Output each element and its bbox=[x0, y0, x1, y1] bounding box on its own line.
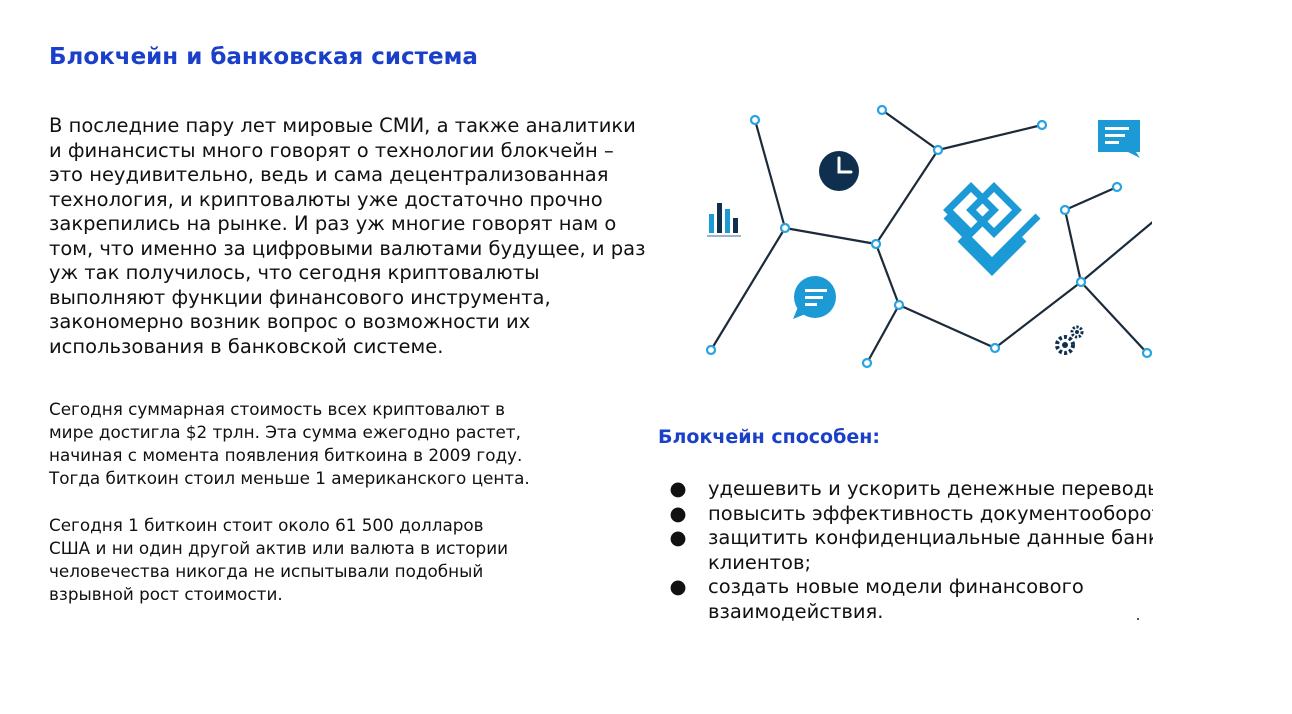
intro-line: это неудивительно, ведь и сама децентрал… bbox=[49, 163, 609, 186]
intro-paragraph: В последние пару лет мировые СМИ, а такж… bbox=[49, 114, 679, 359]
blockchain-logo-icon bbox=[943, 182, 1041, 276]
capabilities-heading: Блокчейн способен: bbox=[658, 426, 880, 448]
list-item-text: защитить конфиденциальные данные банков … bbox=[708, 526, 1153, 549]
stats-line: взрывной рост стоимости. bbox=[49, 584, 283, 604]
bullet-glyph: ● bbox=[669, 575, 687, 598]
bullet-glyph: ● bbox=[669, 501, 687, 525]
bullet-glyph: ● bbox=[669, 477, 687, 500]
intro-line: использования в банковской системе. bbox=[49, 334, 444, 358]
list-item: ● удешевить и ускорить денежные переводы… bbox=[668, 477, 1153, 502]
network-svg bbox=[705, 104, 1152, 369]
stats-line: Тогда биткоин стоил меньше 1 американско… bbox=[49, 468, 530, 488]
page-title: Блокчейн и банковская система bbox=[49, 44, 478, 70]
bar-chart-icon bbox=[707, 203, 741, 237]
intro-line: В последние пару лет мировые СМИ, а такж… bbox=[49, 114, 636, 137]
intro-line: выполняют функции финансового инструмент… bbox=[49, 285, 551, 309]
list-item-text: удешевить и ускорить денежные переводы; bbox=[708, 477, 1153, 500]
intro-line: закономерно возник вопрос о возможности … bbox=[49, 310, 531, 333]
stats-line: начиная с момента появления биткоина в 2… bbox=[49, 445, 523, 465]
capabilities-list: ● удешевить и ускорить денежные переводы… bbox=[668, 477, 1153, 627]
list-item: ● защитить конфиденциальные данные банко… bbox=[668, 526, 1153, 575]
decorative-dot bbox=[1137, 618, 1139, 620]
message-card-icon bbox=[1098, 120, 1140, 158]
blockchain-network-illustration bbox=[700, 100, 1152, 370]
list-item-text: взаимодействия. bbox=[708, 599, 884, 623]
stats-line: мире достигла $2 трлн. Эта сумма ежегодн… bbox=[49, 422, 521, 442]
stats-line: Сегодня 1 биткоин стоит около 61 500 дол… bbox=[49, 515, 484, 535]
list-item: ● повысить эффективность документооборот… bbox=[668, 502, 1153, 527]
intro-line: уж так получилось, что сегодня криптовал… bbox=[49, 261, 540, 284]
stats-line: человечества никогда не испытывали подоб… bbox=[49, 561, 484, 581]
network-lines bbox=[710, 109, 1152, 364]
bitcoin-price-paragraph: Сегодня 1 биткоин стоит около 61 500 дол… bbox=[49, 514, 609, 606]
list-item-text: клиентов; bbox=[708, 550, 812, 574]
network-nodes bbox=[705, 104, 1152, 369]
stats-line: Сегодня суммарная стоимость всех криптов… bbox=[49, 399, 505, 419]
intro-line: том, что именно за цифровыми валютами бу… bbox=[49, 236, 646, 260]
intro-line: закрепились на рынке. И раз уж многие го… bbox=[49, 212, 617, 235]
clock-icon bbox=[819, 151, 859, 191]
list-item-text: повысить эффективность документооборота; bbox=[708, 501, 1153, 525]
bullet-glyph: ● bbox=[669, 526, 687, 549]
list-item: ● создать новые модели финансового взаим… bbox=[668, 575, 1153, 624]
chat-bubble-icon bbox=[793, 276, 836, 319]
market-cap-paragraph: Сегодня суммарная стоимость всех криптов… bbox=[49, 398, 609, 490]
intro-line: технология, и криптовалюты уже достаточн… bbox=[49, 187, 603, 211]
stats-line: США и ни один другой актив или валюта в … bbox=[49, 538, 509, 558]
gears-icon bbox=[1055, 325, 1084, 355]
intro-line: и финансисты много говорят о технологии … bbox=[49, 138, 614, 162]
list-item-text: создать новые модели финансового bbox=[708, 575, 1084, 598]
